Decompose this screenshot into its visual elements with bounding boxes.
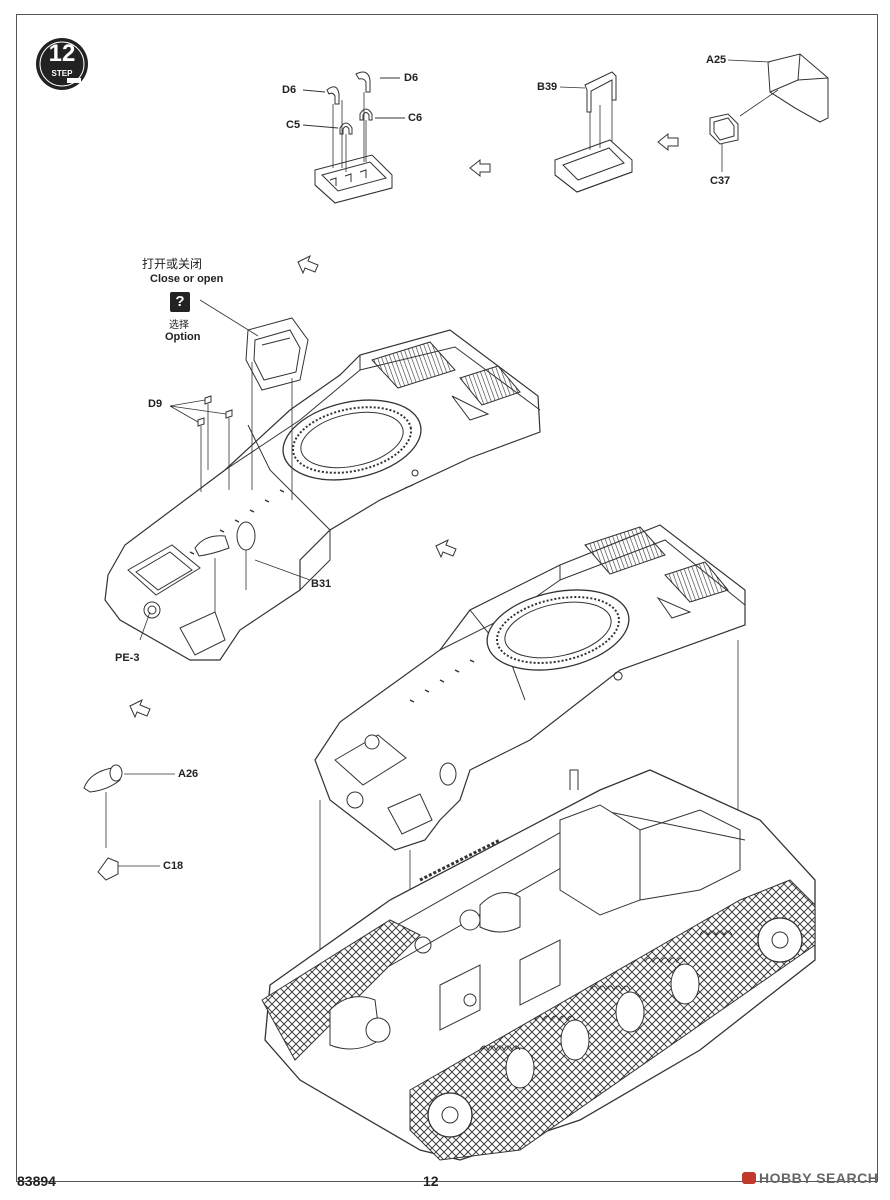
chassis-lower-hull: [261, 769, 816, 1161]
part-c6: [359, 108, 373, 121]
option-label-cn: 选择: [169, 320, 189, 331]
part-b31: [194, 521, 256, 557]
arrow-diag-2: [435, 538, 457, 559]
watermark-logo-icon: [742, 1172, 756, 1184]
part-label-a26: A26: [178, 768, 199, 780]
part-d6-right: [355, 71, 371, 93]
part-a25: [767, 53, 829, 123]
product-code: 83894: [17, 1173, 56, 1189]
step-word: STEP: [51, 69, 73, 78]
part-c18: [97, 857, 119, 881]
part-d6-left: [326, 86, 340, 105]
hatch-block-part: [314, 154, 393, 204]
upper-hull-top: [104, 329, 541, 661]
option-hatch-part: [245, 317, 309, 391]
part-b39: [584, 71, 617, 113]
part-label-d9: D9: [148, 398, 163, 410]
option-question-icon: ?: [170, 292, 190, 312]
part-label-pe3: PE-3: [115, 652, 140, 664]
option-title-en: Close or open: [150, 273, 224, 285]
part-d9-set: [169, 395, 233, 492]
part-label-c37: C37: [710, 175, 731, 187]
option-title-cn: 打开或关闭: [142, 257, 203, 271]
part-label-d6-left: D6: [282, 84, 297, 96]
instruction-sheet-border: [16, 14, 878, 1182]
part-label-a25: A25: [706, 54, 727, 66]
part-label-b39: B39: [537, 81, 558, 93]
part-label-c6: C6: [408, 112, 423, 124]
arrow-diag-1: [297, 254, 319, 275]
hatch-block-part-2: [554, 139, 633, 193]
hull-top-plate-assembled: [314, 524, 746, 851]
watermark: HOBBY SEARCH: [742, 1170, 878, 1186]
part-c37: [709, 113, 739, 145]
watermark-text: HOBBY SEARCH: [759, 1170, 879, 1186]
part-label-d6-right: D6: [404, 72, 419, 84]
part-c5: [339, 122, 353, 135]
page-number: 12: [423, 1173, 439, 1189]
part-a26: [83, 764, 123, 793]
step-badge: 12 STEP: [34, 36, 90, 92]
step-badge-shape: [36, 38, 88, 90]
arrow-left-1: [469, 158, 491, 178]
arrow-diag-3: [129, 698, 151, 719]
step-number: 12: [48, 40, 76, 67]
part-label-c5: C5: [286, 119, 301, 131]
part-label-b31: B31: [311, 578, 332, 590]
arrow-left-2: [657, 132, 679, 152]
option-label-en: Option: [165, 331, 201, 343]
part-label-c18: C18: [163, 860, 184, 872]
